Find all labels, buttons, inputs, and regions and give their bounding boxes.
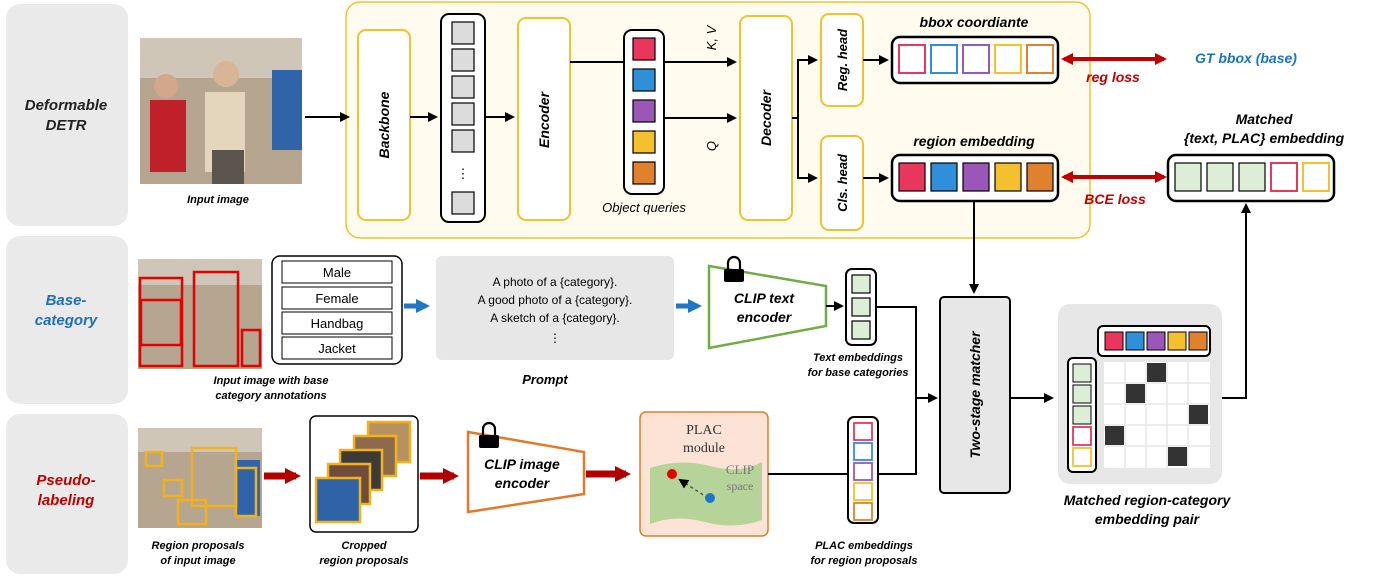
input-image: [140, 38, 302, 184]
prompt-line: A good photo of a {category}.: [478, 293, 633, 307]
input-caption: Input image: [187, 194, 249, 206]
cls-head-label: Cls. head: [835, 153, 850, 212]
clip-image-label-1: CLIP image: [484, 456, 560, 472]
clip-text-label-2: encoder: [737, 309, 793, 325]
clip-space-region: [650, 462, 762, 526]
gt-bbox-label: GT bbox (base): [1195, 50, 1297, 66]
kv-label: K, V: [704, 24, 719, 50]
row-label-pseudo-1: Pseudo-: [36, 472, 95, 489]
clip-text-label-1: CLIP text: [734, 290, 795, 306]
region-embedding-vector: [890, 153, 1060, 203]
backbone-label: Backbone: [376, 91, 392, 158]
object-queries: [623, 29, 665, 195]
clip-space-label-1: CLIP: [726, 462, 754, 477]
cropped-proposal-stack: [314, 420, 412, 524]
clip-space-label-2: space: [727, 479, 754, 493]
matched-title-2: {text, PLAC} embedding: [1184, 130, 1345, 146]
feature-ellipsis: ⋮: [457, 166, 470, 181]
backbone-block: [357, 29, 411, 221]
category-item: Female: [315, 291, 358, 306]
plac-module-label-2: module: [683, 441, 725, 456]
prompt-ellipsis: ⋮: [549, 331, 561, 345]
plac-emb-caption-1: PLAC embeddings: [815, 540, 913, 552]
matched-title-1: Matched: [1236, 111, 1293, 127]
text-emb-caption-1: Text embeddings: [813, 352, 903, 364]
clip-text-encoder: [707, 264, 828, 350]
row-label-detr-2: DETR: [46, 117, 87, 134]
lock-icon: [479, 421, 499, 448]
proposals-caption-2: of input image: [160, 555, 235, 567]
category-item: Male: [323, 265, 351, 280]
decoder-label: Decoder: [758, 88, 774, 146]
matched-embedding-vector: [1166, 153, 1336, 203]
cropped-caption-2: region proposals: [319, 555, 408, 567]
region-top-vector: [1097, 325, 1211, 357]
category-left-vector: [1067, 357, 1097, 473]
plac-module-label-1: PLAC: [686, 423, 722, 438]
base-input-caption-2: category annotations: [215, 390, 326, 402]
category-item: Jacket: [318, 341, 356, 356]
two-stage-matcher: [939, 296, 1011, 494]
prompt-line: A sketch of a {category}.: [490, 311, 619, 325]
base-input-image: [138, 259, 262, 369]
q-label: Q: [704, 141, 719, 151]
bce-loss-label: BCE loss: [1084, 191, 1146, 207]
matcher-caption-2: embedding pair: [1095, 511, 1201, 527]
cropped-caption-1: Cropped: [341, 540, 387, 552]
row-label-pseudo-2: labeling: [38, 492, 95, 509]
row-panel-base: [6, 236, 128, 404]
row-label-base-1: Base-: [46, 292, 87, 309]
matcher-caption-1: Matched region-category: [1064, 492, 1232, 508]
row-label-base-2: category: [35, 312, 98, 329]
row-panel-pseudo: [6, 414, 128, 574]
row-label-detr-1: Deformable: [25, 97, 108, 114]
text-embeddings: [845, 268, 877, 346]
cls-head-block: [820, 135, 864, 231]
plac-point-red: [667, 469, 677, 479]
category-item: Handbag: [311, 316, 364, 331]
reg-head-label: Reg. head: [835, 28, 850, 91]
prompt-caption: Prompt: [522, 372, 568, 387]
plac-embeddings: [847, 416, 879, 524]
lock-icon: [724, 255, 744, 282]
plac-point-blue: [705, 493, 715, 503]
prompt-line: A photo of a {category}.: [493, 275, 618, 289]
text-emb-caption-2: for base categories: [808, 367, 909, 379]
clip-image-label-2: encoder: [495, 475, 551, 491]
clip-image-encoder: [466, 430, 586, 514]
encoder-label: Encoder: [536, 90, 552, 148]
region-embedding-title: region embedding: [913, 133, 1035, 149]
matcher-label: Two-stage matcher: [967, 330, 983, 459]
proposals-caption-1: Region proposals: [152, 540, 245, 552]
plac-emb-caption-2: for region proposals: [811, 555, 918, 567]
reg-loss-label: reg loss: [1086, 69, 1140, 85]
prompt-box: [436, 256, 674, 360]
feature-tokens: [440, 13, 486, 223]
row-panel-detr: [6, 4, 128, 226]
bbox-title: bbox coordiante: [920, 14, 1029, 30]
object-queries-caption: Object queries: [602, 200, 686, 215]
assignment-matrix: [1104, 362, 1210, 468]
proposal-input-image: [138, 428, 262, 528]
bbox-vector: [890, 35, 1060, 85]
encoder-block: [517, 17, 571, 221]
base-input-caption-1: Input image with base: [214, 375, 329, 387]
